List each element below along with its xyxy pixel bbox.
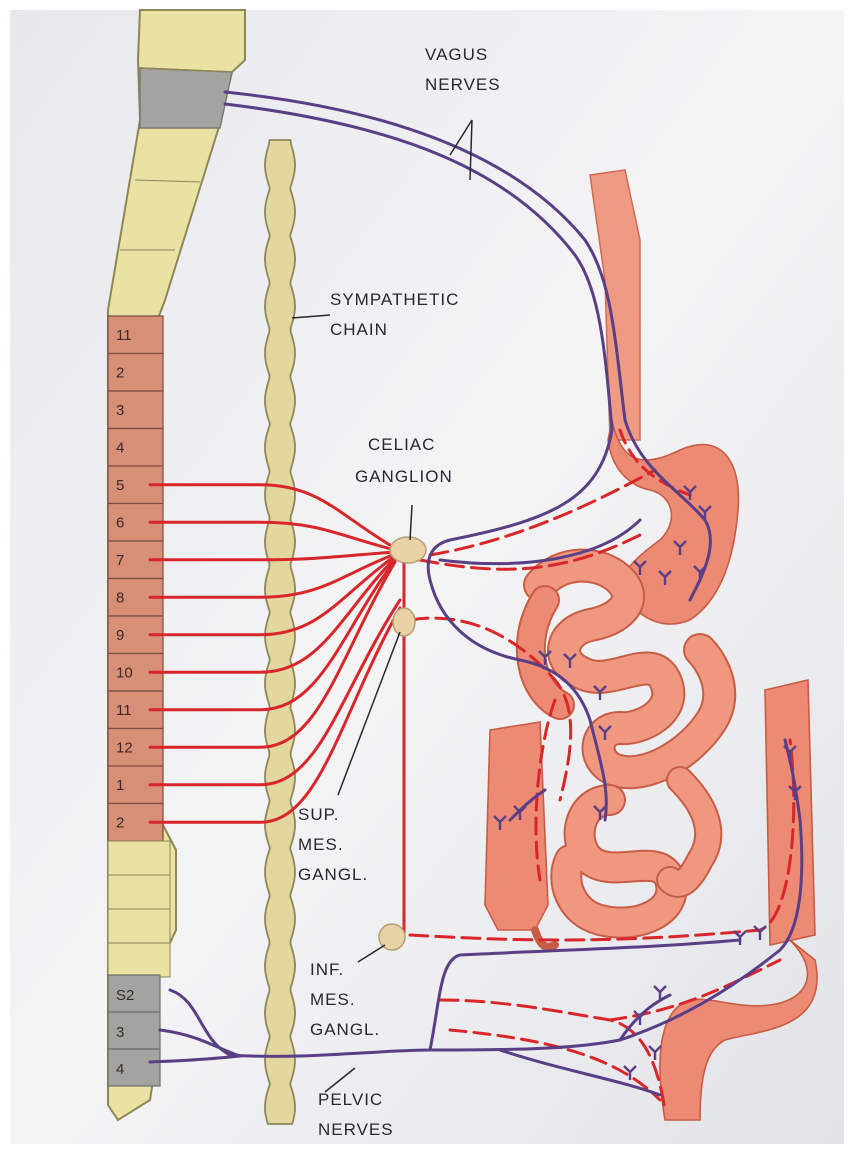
vagus-origin-segment [140,68,232,128]
label-celiac-2: GANGLION [355,467,453,486]
vertebral-segment-label: 7 [116,552,124,569]
label-pelvic-1: PELVIC [318,1090,383,1109]
sacral-segment-label: 4 [116,1061,124,1078]
vertebral-segment-label: 4 [116,440,124,457]
vertebral-segment-label: 10 [116,665,133,682]
label-inf-mes-3: GANGL. [310,1020,380,1039]
sacral-segment-label: 3 [116,1024,124,1041]
label-sup-mes-2: MES. [298,835,344,854]
label-inf-mes-2: MES. [310,990,356,1009]
vertebral-segment-label: 11 [116,702,132,719]
vertebral-segment-label: 2 [116,365,124,382]
vertebral-segment-label: 8 [116,590,124,607]
vertebral-segment-label: 6 [116,515,124,532]
sacral-segment-label: S2 [116,987,134,1004]
superior-mesenteric-ganglion [393,608,415,636]
label-vagus-2: NERVES [425,75,501,94]
lower-cord-segment [108,909,170,943]
label-inf-mes-1: INF. [310,960,344,979]
label-pelvic-2: NERVES [318,1120,394,1139]
vertebral-segment-label: 5 [116,477,124,494]
vertebral-segment-label: 1 [116,777,124,794]
celiac-ganglion [390,537,426,563]
vertebral-segment-label: 3 [116,402,124,419]
vertebral-segment-label: 11 [116,327,132,344]
label-sympathetic-1: SYMPATHETIC [330,290,459,309]
label-sup-mes-3: GANGL. [298,865,368,884]
vertebral-segment-label: 2 [116,815,124,832]
descending-colon [765,680,815,945]
label-sup-mes-1: SUP. [298,805,340,824]
lower-cord-segment [108,875,170,909]
label-vagus-1: VAGUS [425,45,488,64]
label-sympathetic-2: CHAIN [330,320,388,339]
lower-cord-segment [108,841,170,875]
ascending-colon [485,722,548,930]
vertebral-segment-label: 12 [116,740,133,757]
label-celiac-1: CELIAC [368,435,435,454]
lower-cord-segment [108,943,170,977]
vertebral-segment-label: 9 [116,627,124,644]
